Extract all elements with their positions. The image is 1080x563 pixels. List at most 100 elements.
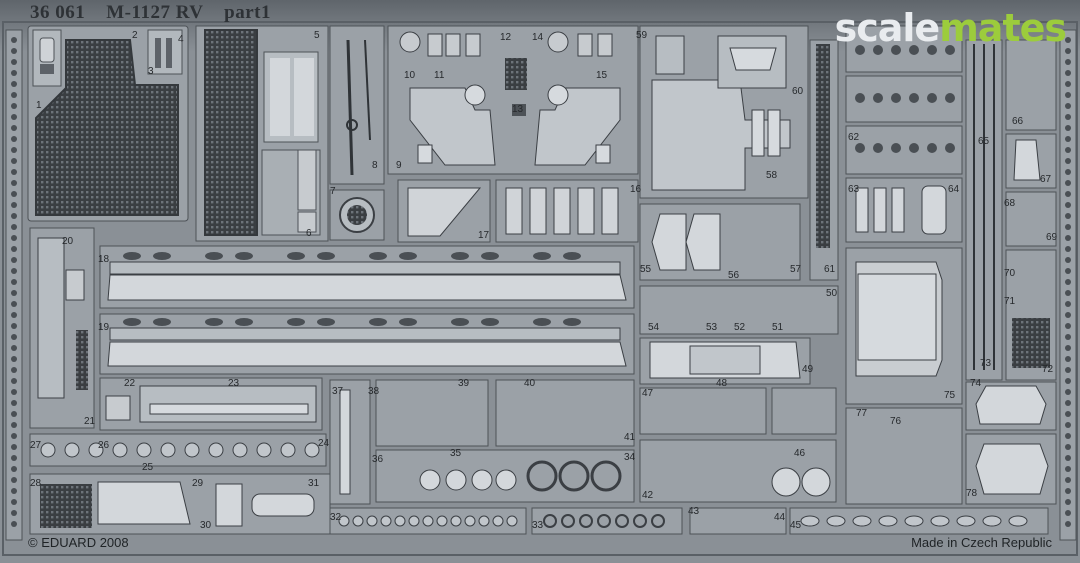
rail-rivet <box>399 252 417 260</box>
part-number-label: 68 <box>1004 198 1016 209</box>
part-number-label: 77 <box>856 408 868 419</box>
rail-hole <box>11 235 17 241</box>
rail-hole <box>1065 180 1071 186</box>
rail-hole <box>11 345 17 351</box>
part-number-label: 27 <box>30 440 42 451</box>
rail-hole <box>11 246 17 252</box>
copyright-text: © EDUARD 2008 <box>28 535 129 550</box>
fret-header: 36 061 M-1127 RV part1 <box>30 2 271 24</box>
part-number-label: 71 <box>1004 296 1016 307</box>
round-part <box>419 469 441 491</box>
rail-hole <box>11 521 17 527</box>
small-detail-part <box>64 442 80 458</box>
small-detail-part <box>956 515 976 527</box>
part-number-label: 78 <box>966 488 978 499</box>
small-detail-part <box>1008 515 1028 527</box>
rail-hole <box>1065 279 1071 285</box>
rail-hole <box>11 477 17 483</box>
small-detail-part <box>852 515 872 527</box>
rail-hole <box>11 488 17 494</box>
rail-rivet <box>481 318 499 326</box>
rail-hole <box>11 224 17 230</box>
rail-hole <box>1065 290 1071 296</box>
ring-part <box>590 460 622 492</box>
part-number-label: 61 <box>824 264 836 275</box>
rail-hole <box>1065 235 1071 241</box>
side-rail-left <box>5 29 95 541</box>
round-part <box>445 469 467 491</box>
washer-part <box>579 514 593 528</box>
rail-hole <box>1065 378 1071 384</box>
rail-rivet <box>563 252 581 260</box>
rail-hole <box>11 367 17 373</box>
rail-hole <box>11 422 17 428</box>
rail-hole <box>11 279 17 285</box>
part-number-label: 9 <box>396 160 402 171</box>
part-number-label: 14 <box>532 32 544 43</box>
rail-hole <box>1065 521 1071 527</box>
small-detail-part <box>112 442 128 458</box>
rail-hole <box>11 444 17 450</box>
rail-hole <box>11 356 17 362</box>
part-number-label: 72 <box>1042 364 1054 375</box>
small-detail-part <box>492 515 504 527</box>
small-detail-part <box>450 515 462 527</box>
small-detail-part <box>909 45 919 55</box>
rail-hole <box>11 389 17 395</box>
part-number-label: 42 <box>642 490 654 501</box>
part-number-label: 21 <box>84 416 96 427</box>
rail-hole <box>11 213 17 219</box>
part-number-label: 22 <box>124 378 136 389</box>
rail-rivet <box>451 318 469 326</box>
rail-hole <box>11 411 17 417</box>
small-detail-part <box>927 45 937 55</box>
small-detail-part <box>256 442 272 458</box>
small-detail-part <box>873 93 883 103</box>
small-detail-part <box>422 515 434 527</box>
part-number-label: 36 <box>372 454 384 465</box>
rail-hole <box>1065 125 1071 131</box>
part-number-label: 46 <box>794 448 806 459</box>
part-number-label: 24 <box>318 438 330 449</box>
rail-hole <box>1065 59 1071 65</box>
part-number-label: 67 <box>1040 174 1052 185</box>
part-number-label: 15 <box>596 70 608 81</box>
small-detail-part <box>930 515 950 527</box>
rail-rivet <box>205 252 223 260</box>
rail-hole <box>1065 103 1071 109</box>
part-number-label: 25 <box>142 462 154 473</box>
rail-hole <box>1065 499 1071 505</box>
part-number-label: 29 <box>192 478 204 489</box>
rail-hole <box>11 378 17 384</box>
small-detail-part <box>891 45 901 55</box>
part-number-label: 32 <box>330 512 342 523</box>
rail-hole <box>1065 334 1071 340</box>
rail-hole <box>1065 389 1071 395</box>
round-part <box>495 469 517 491</box>
small-detail-part <box>338 515 350 527</box>
part-number-label: 3 <box>148 66 154 77</box>
part-number-label: 60 <box>792 86 804 97</box>
rail-hole <box>11 114 17 120</box>
rail-hole <box>11 103 17 109</box>
rail-rivet <box>235 252 253 260</box>
ring-part <box>558 460 590 492</box>
rail-hole <box>11 48 17 54</box>
rail-rivet <box>205 318 223 326</box>
part-number-label: 8 <box>372 160 378 171</box>
small-detail-part <box>982 515 1002 527</box>
origin-text: Made in Czech Republic <box>911 535 1052 550</box>
part-number-label: 7 <box>330 186 336 197</box>
part-group-62-78 <box>800 25 1077 541</box>
rail-hole <box>1065 37 1071 43</box>
part-number-label: 52 <box>734 322 746 333</box>
rail-hole <box>11 466 17 472</box>
part-number-label: 11 <box>434 70 445 81</box>
small-detail-part <box>873 143 883 153</box>
small-detail-part <box>945 45 955 55</box>
washer-part <box>651 514 665 528</box>
rail-rivet <box>451 252 469 260</box>
small-detail-part <box>208 442 224 458</box>
part-number-label: 2 <box>132 30 138 41</box>
